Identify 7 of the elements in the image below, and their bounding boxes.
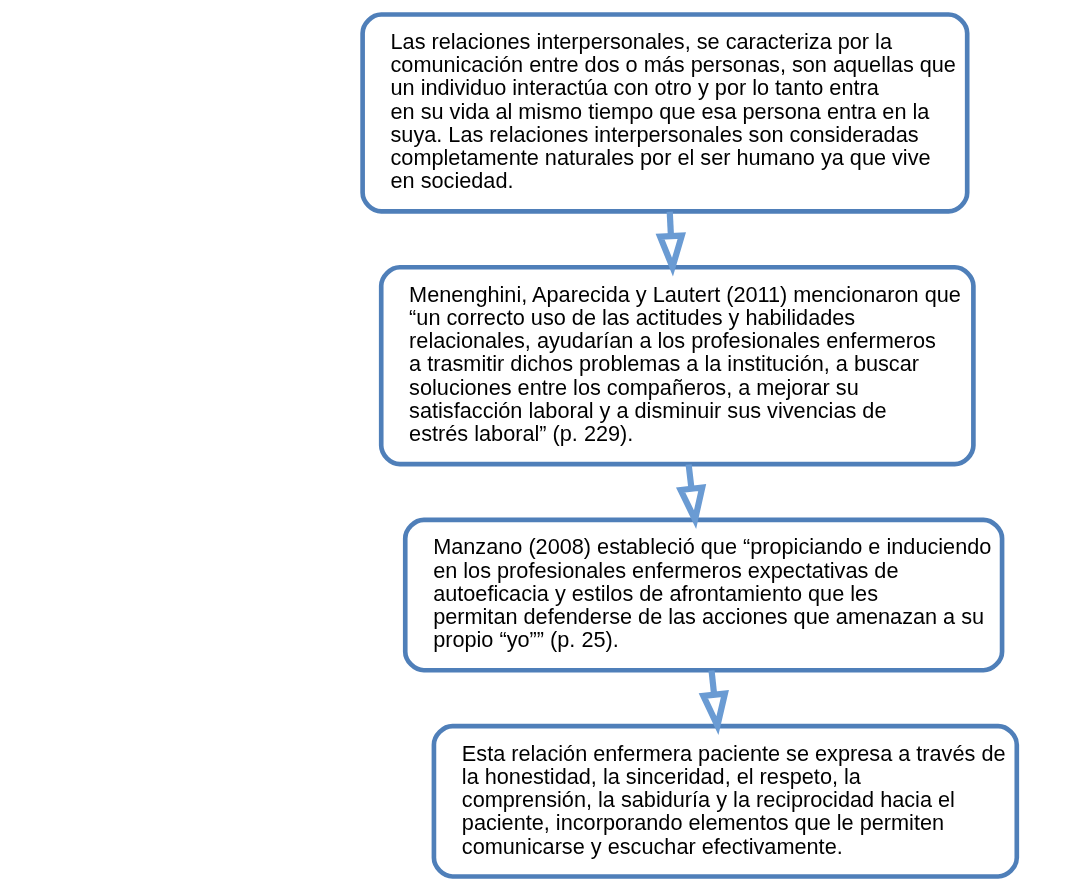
arrow <box>655 211 686 277</box>
node-box: Esta relación enfermera paciente se expresa a través de la honestidad, la sinceridad, el respeto, la comprensión, la sabiduría y la reciprocidad hacia el paciente, incorporando elementos que le permiten comunicarse y escuchar efectivamente. <box>431 723 1020 879</box>
arrow <box>698 670 729 735</box>
node-box: Manzano (2008) estableció que “propiciando e induciendo en los profesionales enfermeros expectativas de autoeficacia y estilos de afrontamiento que les permitan defenderse de las acciones que amenazan a su propio “yo”” (p. 25). <box>402 517 1005 673</box>
node-box: Las relaciones interpersonales, se caracteriza por la comunicación entre dos o más personas, son aquellas que un individuo interactúa con otro y por lo tanto entra en su vida al mismo tiempo que esa persona entra en la suya. Las relaciones interpersonales son consideradas completamente naturales por el ser humano ya que vive en sociedad. <box>360 12 970 214</box>
arrow <box>676 464 707 529</box>
node-box: Menenghini, Aparecida y Lautert (2011) mencionaron que “un correcto uso de las actitudes y habilidades relacionales, ayudarían a los profesionales enfermeros a trasmitir dichos problemas a la institución, a buscar soluciones entre los compañeros, a mejorar su satisfacción laboral y a disminuir sus vivencias de estrés laboral” (p. 229). <box>378 264 976 467</box>
